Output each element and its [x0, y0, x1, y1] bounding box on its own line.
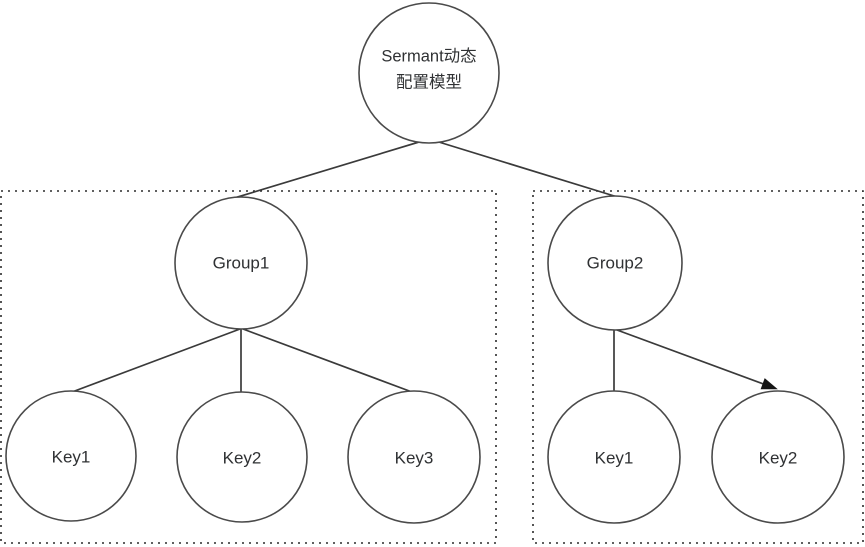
group1-key3-circle: [347, 390, 481, 524]
edge-group2-to-key2: [616, 329, 771, 388]
node-group1-key3[interactable]: Key3: [347, 390, 481, 524]
group1-circle: [174, 196, 308, 330]
group2-key1-label: Key1: [595, 448, 634, 467]
node-group2-key1[interactable]: Key1: [547, 390, 681, 524]
node-root[interactable]: Sermant动态 配置模型: [358, 2, 500, 144]
edge-root-to-group1: [230, 138, 430, 200]
group2-key2-circle: [711, 390, 845, 524]
node-group2-key2[interactable]: Key2: [711, 390, 845, 524]
node-group2[interactable]: Group2: [547, 195, 683, 331]
node-group1[interactable]: Group1: [174, 196, 308, 330]
edge-group1-to-key3: [242, 328, 413, 393]
group1-key3-label: Key3: [395, 448, 434, 467]
root-label-line1: Sermant动态: [381, 46, 476, 65]
node-group1-key2[interactable]: Key2: [176, 391, 308, 523]
group2-circle: [547, 195, 683, 331]
node-group1-key1[interactable]: Key1: [5, 390, 137, 522]
group2-label: Group2: [587, 253, 644, 272]
arrowhead-icon: [760, 378, 778, 390]
group-boundary-box-right: [532, 190, 864, 544]
group1-key1-circle: [5, 390, 137, 522]
root-label-line2: 配置模型: [396, 72, 462, 91]
group1-label: Group1: [213, 253, 270, 272]
group2-key1-circle: [547, 390, 681, 524]
group1-key2-circle: [176, 391, 308, 523]
group1-key1-label: Key1: [52, 447, 91, 466]
group1-key2-label: Key2: [223, 448, 262, 467]
root-circle: [358, 2, 500, 144]
group2-key2-label: Key2: [759, 448, 798, 467]
edge-root-to-group2: [428, 138, 625, 200]
edge-group1-to-key1: [71, 328, 241, 393]
